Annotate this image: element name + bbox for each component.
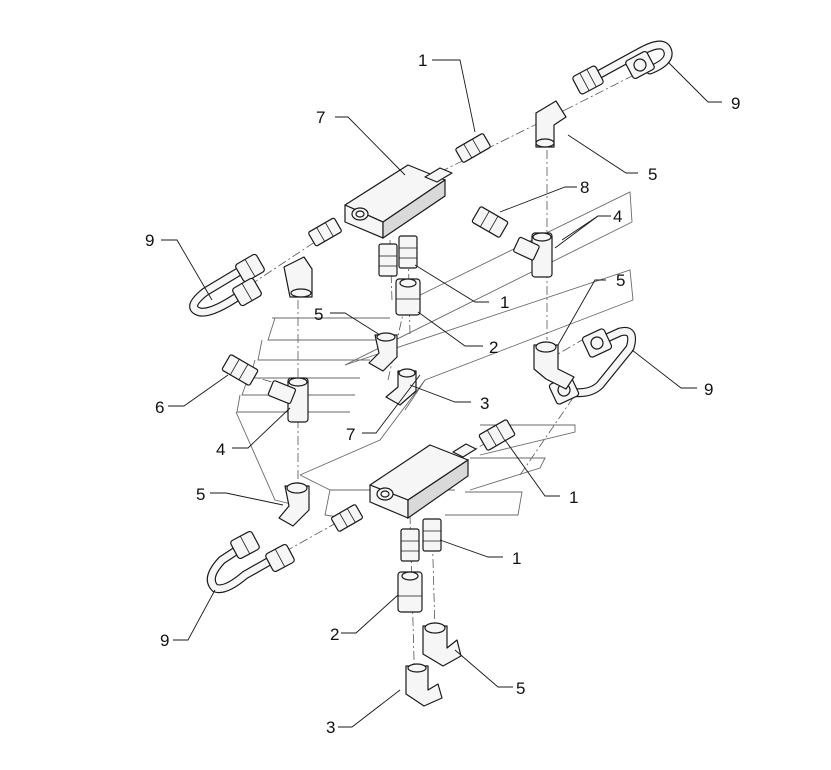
callout-7-top: 7 [316, 108, 325, 127]
hose-9-top-right [593, 40, 673, 80]
callout-2-middle: 2 [489, 338, 498, 357]
callout-8: 8 [580, 178, 589, 197]
hose-9-left [189, 263, 250, 317]
elbow-parts [278, 100, 575, 707]
callout-5-center-left: 5 [314, 305, 323, 324]
callout-3-bottom: 3 [326, 718, 335, 737]
callout-4-left: 4 [216, 440, 225, 459]
callout-5-lower-left: 5 [196, 485, 205, 504]
callout-9-left: 9 [145, 231, 154, 250]
manifold-block-7-bottom [369, 443, 477, 520]
callout-labels: 1 9 7 5 8 4 9 1 5 5 2 9 6 3 7 4 1 5 1 9 … [145, 51, 740, 737]
manifold-block-7-top [344, 164, 453, 240]
hose-9-right [565, 326, 637, 398]
callout-5-top-right: 5 [648, 165, 657, 184]
callout-2-bottom: 2 [330, 625, 339, 644]
reducer-parts [395, 278, 423, 613]
adapter-parts [221, 133, 516, 532]
callout-1-lower-right: 1 [569, 488, 578, 507]
callout-9-top-right: 9 [731, 94, 740, 113]
callout-5-bottom: 5 [516, 679, 525, 698]
hose-9-bottom-left [206, 540, 280, 594]
callout-9-bottom-left: 9 [160, 631, 169, 650]
callout-6: 6 [155, 398, 164, 417]
callout-7-bottom: 7 [346, 425, 355, 444]
callout-4-right: 4 [613, 207, 622, 226]
tee-parts [267, 232, 553, 423]
callout-9-right: 9 [704, 380, 713, 399]
callout-3-middle: 3 [480, 394, 489, 413]
callout-1-bottom: 1 [512, 549, 521, 568]
leader-lines [161, 59, 722, 728]
callout-1-top: 1 [418, 51, 427, 70]
vertical-adapter-parts [378, 235, 442, 562]
callout-1-middle: 1 [500, 293, 509, 312]
callout-5-right: 5 [616, 271, 625, 290]
